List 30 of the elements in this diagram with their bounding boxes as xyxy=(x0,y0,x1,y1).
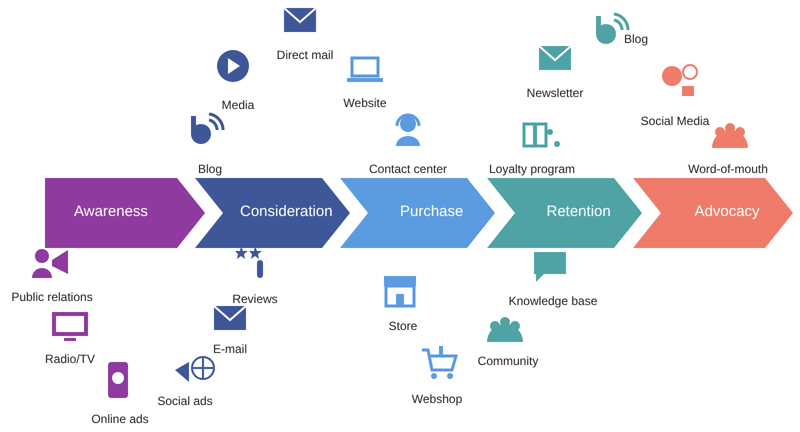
touchpoint-label: Direct mail xyxy=(276,48,334,62)
touchpoint-label: Contact center xyxy=(368,162,448,176)
chevron-stage xyxy=(487,178,642,248)
touchpoint-label: Online ads xyxy=(91,412,149,426)
stage-label: Advocacy xyxy=(694,203,760,220)
chevron-stage xyxy=(633,178,793,248)
touchpoint-label: Store xyxy=(388,319,418,333)
touchpoint-label: Blog xyxy=(198,162,222,176)
chevron-stage xyxy=(45,178,205,248)
stage-label: Purchase xyxy=(400,203,464,220)
touchpoint-label: Reviews xyxy=(232,292,278,306)
touchpoint-label: Loyalty program xyxy=(488,162,576,176)
touchpoint-label: Community xyxy=(478,354,538,368)
stage-label: Retention xyxy=(546,203,611,220)
touchpoint-label: E-mail xyxy=(213,342,247,356)
touchpoint-label: Media xyxy=(222,98,254,112)
touchpoint-label: Public relations xyxy=(11,290,93,304)
touchpoint-label: Website xyxy=(343,96,387,110)
touchpoint-label: Social ads xyxy=(157,394,213,408)
touchpoint-label: Social Media xyxy=(640,114,710,128)
touchpoint-label: Word-of-mouth xyxy=(688,162,768,176)
stage-label: Awareness xyxy=(74,203,148,220)
chevron-stage xyxy=(195,178,350,248)
touchpoint-label: Blog xyxy=(624,32,648,46)
chevron-stage xyxy=(340,178,495,248)
touchpoint-label: Newsletter xyxy=(526,86,584,100)
touchpoint-label: Radio/TV xyxy=(44,352,96,366)
touchpoint-label: Knowledge base xyxy=(508,294,598,308)
stage-label: Consideration xyxy=(240,203,333,220)
touchpoint-label: Webshop xyxy=(412,392,462,406)
